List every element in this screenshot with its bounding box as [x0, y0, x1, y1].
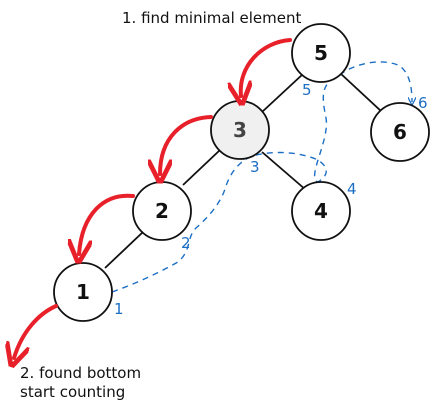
node-5-circle [291, 23, 351, 83]
counting-path-line [111, 61, 412, 293]
node-4-label: 4 [314, 199, 328, 223]
annotation-find-minimal: 1. find minimal element [122, 9, 301, 27]
count-label-3: 3 [250, 158, 260, 176]
edge-3-4 [261, 151, 307, 191]
node-6-label: 6 [393, 120, 407, 144]
node-5: 5 [291, 23, 351, 83]
edge-5-3 [261, 73, 304, 113]
count-label-1: 1 [114, 300, 124, 318]
edge-5-6 [339, 72, 383, 113]
node-6-circle [370, 102, 430, 162]
node-2-label: 2 [155, 199, 169, 223]
search-arrow-5-to-3 [241, 38, 292, 96]
node-2: 2 [132, 181, 192, 241]
count-label-2: 2 [181, 234, 191, 252]
edge-2-1 [104, 231, 144, 269]
annotation-start-counting: start counting [20, 383, 125, 401]
node-5-label: 5 [314, 41, 328, 65]
node-1-label: 1 [76, 280, 90, 304]
counting-path [111, 61, 412, 293]
count-label-4: 4 [347, 180, 357, 198]
node-6: 6 [370, 102, 430, 162]
node-4: 4 [291, 181, 351, 241]
search-arrow-2-to-1 [79, 193, 135, 254]
count-labels: 1 2 3 4 5 6 [114, 81, 428, 318]
tree-edges [104, 72, 383, 269]
search-arrow-1-to-bottom [14, 304, 58, 358]
node-1: 1 [53, 262, 113, 322]
search-arrows [14, 38, 292, 358]
annotation-found-bottom: 2. found bottom [20, 364, 141, 382]
node-3: 3 [210, 100, 270, 160]
node-4-circle [291, 181, 351, 241]
search-arrow-3-to-2 [160, 115, 213, 174]
node-3-label: 3 [233, 118, 247, 142]
count-label-5: 5 [302, 81, 312, 99]
count-label-6: 6 [418, 94, 428, 112]
edge-3-2 [182, 149, 221, 186]
